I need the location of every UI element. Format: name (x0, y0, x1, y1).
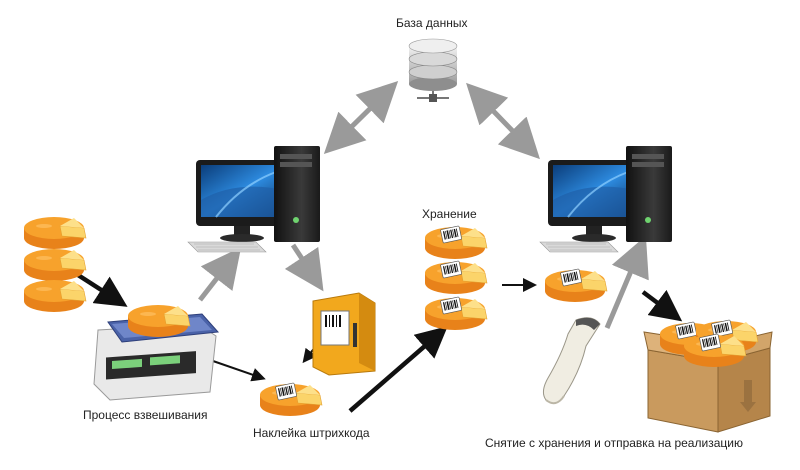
database-icon (408, 38, 458, 102)
barcode-cheese-icon (425, 226, 487, 330)
gray-arrows (198, 80, 649, 329)
weighing-label: Процесс взвешивания (83, 408, 208, 422)
cardboard-box-icon (643, 320, 773, 433)
barcode-cheese-icon (545, 269, 607, 302)
barcode-label-caption: Наклейка штрихкода (253, 426, 370, 440)
cheese-stack-icon (23, 216, 87, 313)
barcode-printer-icon (312, 292, 376, 376)
computer-icon (539, 145, 673, 253)
scale-icon (93, 304, 220, 401)
computer-icon (187, 145, 321, 253)
barcode-scanner-icon (542, 317, 601, 405)
barcode-cheese-icon (260, 383, 322, 416)
shipment-label: Снятие с хранения и отправка на реализац… (485, 436, 743, 450)
storage-label: Хранение (422, 207, 477, 221)
database-label: База данных (396, 16, 468, 30)
